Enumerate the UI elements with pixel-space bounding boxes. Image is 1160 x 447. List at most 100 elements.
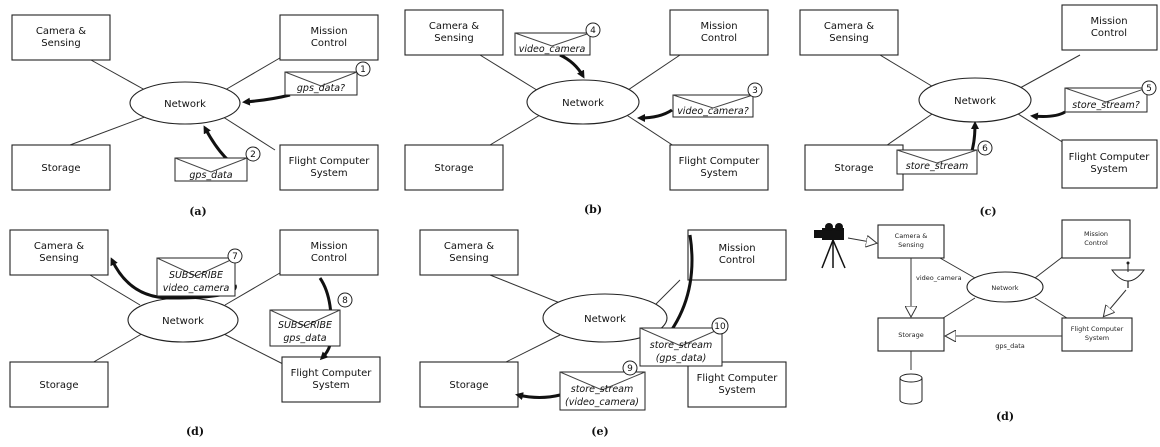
message-9-envelope: store_stream (video_camera) 9 [559,360,646,411]
flight-label-1: Flight Computer [289,156,371,167]
flight-label-2: System [1085,334,1109,342]
mission-control-box [1061,219,1131,259]
message-4-text: video_camera [519,44,586,55]
flight-label-2: System [312,380,349,391]
camera-label-2: Sensing [898,241,924,249]
camera-label-2: Sensing [39,253,79,264]
arrow-5 [1030,110,1066,121]
camera-label-1: Camera & [429,21,479,32]
flight-computer-box [669,144,769,191]
mission-label-1: Mission [310,241,347,252]
message-6-envelope: store_stream 6 [896,140,993,175]
camera-label-1: Camera & [34,241,84,252]
flight-computer-box [687,361,787,408]
camera-label-1: Camera & [36,26,86,37]
message-8-line-2: gps_data [283,333,326,344]
mission-label-1: Mission [310,26,347,37]
mission-label-1: Mission [1090,16,1127,27]
message-9-line-2: (video_camera) [565,397,639,408]
message-9-line-1: store_stream [571,384,634,395]
message-3-text: video_camera? [677,106,749,117]
network-ellipse [966,271,1044,303]
caption-d-left: (d) [186,425,204,438]
storage-box [419,361,519,408]
flight-computer-box [1061,317,1133,352]
message-7-number: 7 [232,252,238,262]
mission-label-2: Control [701,33,737,44]
storage-label: Storage [449,380,488,391]
flight-computer-box [281,356,381,403]
caption-c: (c) [979,205,996,218]
message-4-number: 4 [590,26,596,36]
message-8-number: 8 [342,296,348,306]
camera-label-1: Camera & [895,232,928,240]
network-ellipse [542,293,668,343]
camera-sensing-box [11,14,111,61]
message-8-line-1: SUBSCRIBE [278,320,332,331]
storage-box [11,144,111,191]
network-label: Network [991,284,1018,292]
flight-label-1: Flight Computer [1069,152,1151,163]
message-1-envelope: gps_data? 1 [284,61,371,96]
panel-b: Camera & Sensing Mission Control Network… [404,9,769,216]
camera-sensing-box [9,229,109,276]
camera-label-2: Sensing [829,33,869,44]
mission-label-2: Control [1091,28,1127,39]
panel-a: Camera & Sensing Mission Control Network… [11,14,379,218]
message-1-number: 1 [360,65,366,75]
storage-label: Storage [41,163,80,174]
storage-box [9,361,109,408]
flight-label-1: Flight Computer [697,373,779,384]
message-6-number: 6 [982,144,988,154]
mission-label-2: Control [311,253,347,264]
network-label: Network [562,98,604,109]
network-ellipse [129,81,241,125]
storage-label: Storage [39,380,78,391]
caption-d-right: (d) [996,410,1014,423]
panel-c: Camera & Sensing Mission Control Network… [799,4,1158,218]
storage-label: Storage [898,331,923,339]
flight-label-2: System [718,385,755,396]
network-ellipse [526,79,640,125]
panel-e: Camera & Sensing Mission Control Network… [419,229,787,438]
storage-label: Storage [434,163,473,174]
message-8-envelope: SUBSCRIBE gps_data 8 [269,292,353,347]
camera-label-2: Sensing [449,253,489,264]
mission-control-box [687,229,787,281]
panel-d-left: Camera & Sensing Mission Control Network… [9,229,381,438]
message-4-envelope: video_camera 4 [514,22,601,56]
flight-label-1: Flight Computer [291,368,373,379]
camera-label-1: Camera & [444,241,494,252]
message-5-text: store_stream? [1072,100,1140,111]
mission-label-1: Mission [718,243,755,254]
flight-label-2: System [700,168,737,179]
camera-sensing-box [877,224,945,259]
message-1-text: gps_data? [297,83,345,94]
flight-label-2: System [310,168,347,179]
message-10-number: 10 [714,322,726,332]
message-7-line-2: video_camera [163,283,230,294]
video-camera-icon [814,223,846,269]
mission-label-2: Control [1084,239,1108,247]
arrow-9 [515,392,561,401]
flight-label-1: Flight Computer [679,156,761,167]
camera-sensing-box [419,229,519,276]
message-10-envelope: store_stream (gps_data) 10 [639,317,729,367]
camera-sensing-box [404,9,504,56]
message-2-envelope: gps_data 2 [174,146,261,182]
camera-label-2: Sensing [41,38,81,49]
message-9-number: 9 [627,364,633,374]
caption-b: (b) [584,203,602,216]
camera-sensing-box [799,9,899,56]
message-7-envelope: SUBSCRIBE video_camera 7 [156,248,243,297]
message-6-text: store_stream [906,161,969,172]
message-2-number: 2 [250,150,256,160]
message-5-envelope: store_stream? 5 [1064,80,1157,113]
flight-computer-box [279,144,379,191]
message-7-line-1: SUBSCRIBE [169,270,223,281]
storage-box [404,144,504,191]
storage-label: Storage [834,163,873,174]
panel-d-right: Camera & Sensing Mission Control Network… [814,219,1145,423]
message-5-number: 5 [1146,84,1152,94]
